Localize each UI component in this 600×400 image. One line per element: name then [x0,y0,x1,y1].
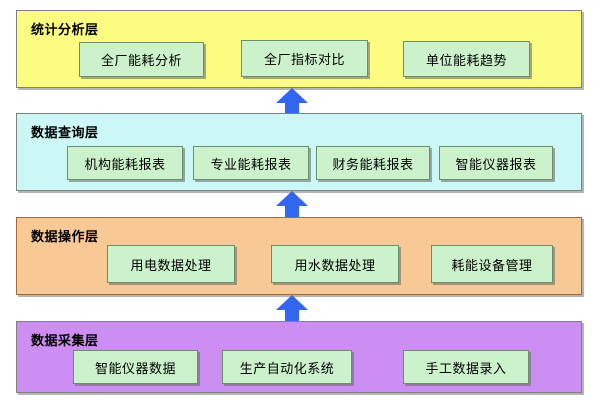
node-data-query-0[interactable]: 机构能耗报表 [67,146,183,180]
arrow-collection-to-operation [275,295,309,321]
arrow-query-to-analysis [275,88,309,113]
layer-title-statistics-analysis: 统计分析层 [31,23,99,38]
layer-data-query[interactable]: 数据查询层 机构能耗报表 专业能耗报表 财务能耗报表 智能仪器报表 [16,113,582,191]
arrow-operation-to-query [275,191,309,217]
layer-data-collection[interactable]: 数据采集层 智能仪器数据 生产自动化系统 手工数据录入 [16,321,582,393]
node-data-operation-0[interactable]: 用电数据处理 [107,245,235,283]
node-data-query-1[interactable]: 专业能耗报表 [193,146,309,180]
node-data-collection-2[interactable]: 手工数据录入 [403,350,529,384]
node-data-query-2[interactable]: 财务能耗报表 [316,146,430,180]
node-statistics-analysis-0[interactable]: 全厂能耗分析 [79,42,204,77]
node-data-operation-1[interactable]: 用水数据处理 [271,245,399,283]
node-statistics-analysis-1[interactable]: 全厂指标对比 [241,40,368,77]
node-data-operation-2[interactable]: 耗能设备管理 [431,245,553,283]
node-data-collection-0[interactable]: 智能仪器数据 [73,350,198,384]
layer-title-data-collection: 数据采集层 [31,334,99,349]
node-statistics-analysis-2[interactable]: 单位能耗趋势 [403,41,530,77]
layer-statistics-analysis[interactable]: 统计分析层 全厂能耗分析 全厂指标对比 单位能耗趋势 [16,10,582,88]
node-data-collection-1[interactable]: 生产自动化系统 [222,350,352,384]
node-data-query-3[interactable]: 智能仪器报表 [439,146,553,180]
layer-title-data-query: 数据查询层 [31,126,99,141]
layer-data-operation[interactable]: 数据操作层 用电数据处理 用水数据处理 耗能设备管理 [16,217,582,295]
layer-title-data-operation: 数据操作层 [31,230,99,245]
